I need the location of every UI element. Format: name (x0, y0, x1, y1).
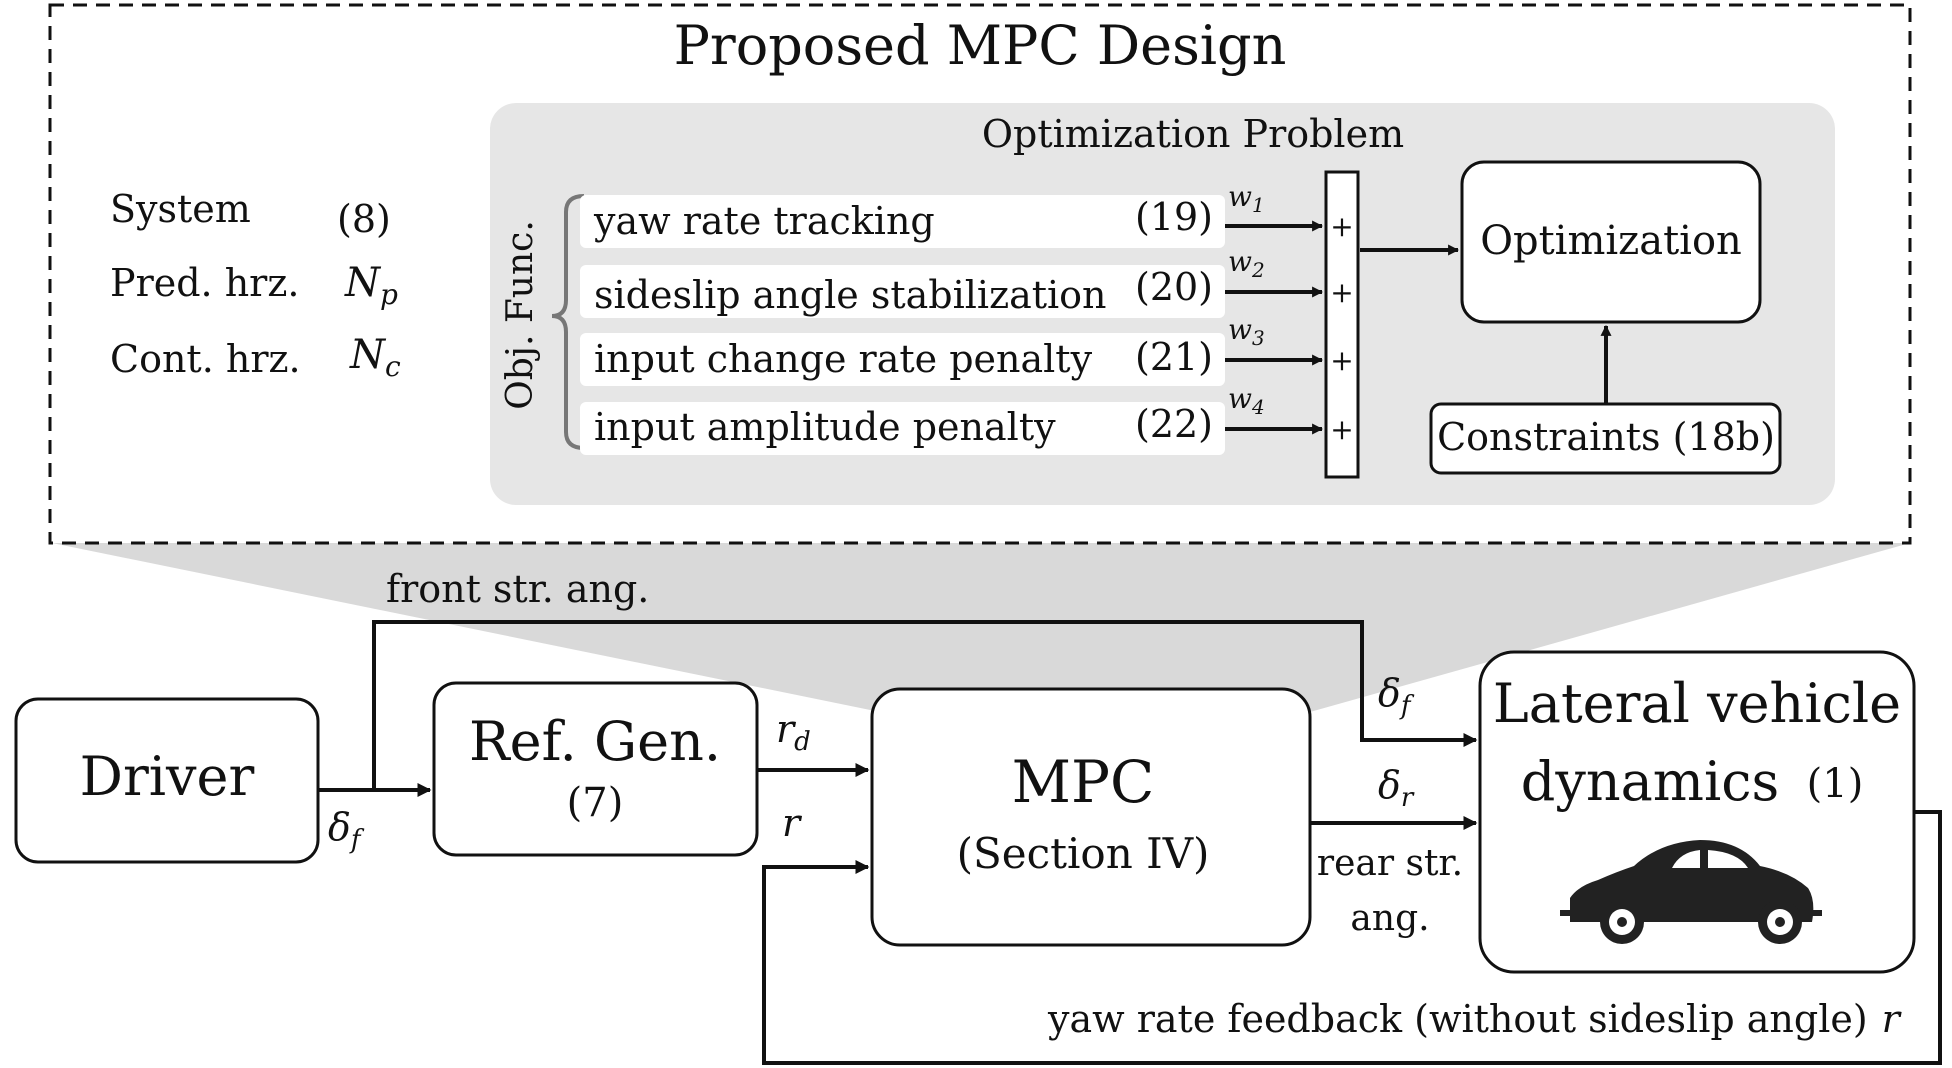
sum-sign: + (1330, 210, 1353, 243)
param-cont-label: Cont. hrz. (110, 337, 301, 381)
obj-term-label: sideslip angle stabilization (594, 273, 1107, 317)
driver-block (14, 697, 320, 864)
obj-term-label: input change rate penalty (594, 337, 1093, 381)
param-pred-label: Pred. hrz. (110, 261, 299, 305)
delta-r-label: δr (1378, 763, 1415, 813)
front-str-label: front str. ang. (386, 567, 649, 611)
signal-lines (318, 620, 1942, 1065)
summation-bar (1324, 170, 1360, 479)
vehicle-eq: (1) (1807, 761, 1864, 807)
r-label: r (782, 801, 803, 845)
optimization-block (1460, 160, 1762, 324)
obj-term-row: input amplitude penalty (22) (580, 402, 1225, 455)
car-icon (1560, 840, 1822, 944)
weight-label: w2 (1228, 245, 1265, 282)
front-steering-path (372, 620, 1478, 790)
obj-term-eq: (22) (1135, 402, 1213, 446)
weight-label: w1 (1228, 180, 1265, 217)
sum-sign: + (1330, 276, 1353, 309)
param-pred-value: Np (344, 260, 398, 311)
ref-gen-eq: (7) (567, 780, 624, 826)
zoom-wedge (52, 543, 1910, 712)
mpc-subtitle: (Section IV) (957, 829, 1210, 878)
r-d-label: rd (776, 707, 811, 757)
obj-term-row: yaw rate tracking (19) (580, 195, 1225, 248)
optimization-block-label: Optimization (1480, 218, 1742, 264)
param-cont-value: Nc (349, 332, 401, 383)
design-title: Proposed MPC Design (674, 14, 1287, 77)
weight-label: w4 (1228, 382, 1265, 419)
sum-sign: + (1330, 413, 1353, 446)
obj-term-eq: (21) (1135, 335, 1213, 379)
weight-label: w3 (1228, 313, 1265, 350)
obj-func-label: Obj. Func. (500, 220, 541, 410)
obj-term-label: yaw rate tracking (593, 199, 935, 243)
sum-sign: + (1330, 344, 1353, 377)
mpc-block (870, 687, 1312, 947)
design-parameters: System (8) Pred. hrz. Np Cont. hrz. Nc (110, 187, 401, 383)
param-system-label: System (110, 187, 251, 231)
obj-term-eq: (20) (1135, 265, 1213, 309)
obj-func-brace (551, 194, 585, 450)
param-system-value: (8) (337, 197, 391, 241)
obj-term-row: sideslip angle stabilization (20) (580, 265, 1225, 318)
rear-str-label-2: ang. (1350, 898, 1429, 939)
optimization-title: Optimization Problem (982, 112, 1404, 156)
delta-f-driver-label: δf (328, 805, 365, 855)
constraints-label: Constraints (18b) (1437, 415, 1775, 459)
obj-term-label: input amplitude penalty (594, 405, 1056, 449)
ref-gen-title: Ref. Gen. (469, 710, 721, 773)
obj-term-eq: (19) (1135, 195, 1213, 239)
rear-str-label-1: rear str. (1317, 843, 1463, 884)
vehicle-line1: Lateral vehicle (1493, 672, 1901, 735)
obj-term-row: input change rate penalty (21) (580, 333, 1225, 386)
feedback-label: yaw rate feedback (without sideslip angl… (1047, 997, 1903, 1041)
yaw-rate-feedback-path (762, 810, 1942, 1065)
vehicle-line2: dynamics (1521, 750, 1779, 813)
driver-label: Driver (80, 745, 255, 808)
mpc-title: MPC (1012, 748, 1155, 816)
weight-arrows (1225, 220, 1324, 435)
